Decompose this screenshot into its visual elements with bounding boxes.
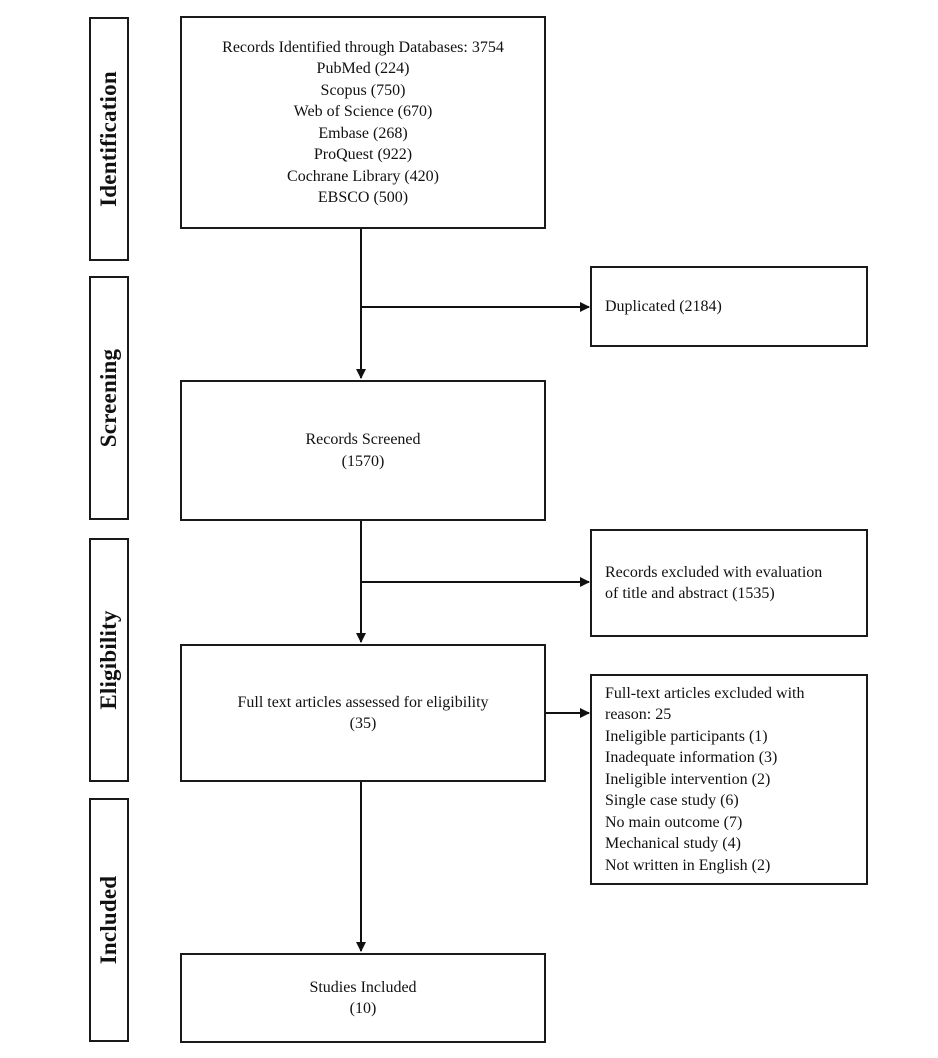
duplicated-text: Duplicated (2184) bbox=[605, 297, 722, 315]
records-excluded-box: Records excluded with evaluation of titl… bbox=[590, 529, 868, 637]
reason-inadequate-information: Inadequate information (3) bbox=[605, 749, 778, 767]
full-text-excluded-header2: reason: 25 bbox=[605, 706, 672, 724]
source-ebsco: EBSCO (500) bbox=[317, 189, 409, 206]
records-identified-title: Records Identified through Databases: 37… bbox=[222, 38, 504, 56]
phase-included: Included bbox=[89, 798, 129, 1042]
reason-single-case-study: Single case study (6) bbox=[605, 792, 739, 810]
phase-eligibility: Eligibility bbox=[89, 538, 129, 782]
records-screened-label: Records Screened bbox=[305, 431, 421, 448]
records-screened-box: Records Screened (1570) bbox=[180, 380, 546, 521]
source-web-of-science: Web of Science (670) bbox=[293, 103, 433, 120]
source-pubmed: PubMed (224) bbox=[316, 60, 410, 77]
full-text-assessed-label: Full text articles assessed for eligibil… bbox=[237, 693, 489, 711]
full-text-assessed-box: Full text articles assessed for eligibil… bbox=[180, 644, 546, 782]
studies-included-box: Studies Included (10) bbox=[180, 953, 546, 1043]
reason-no-main-outcome: No main outcome (7) bbox=[605, 813, 743, 831]
phase-identification: Identification bbox=[89, 17, 129, 261]
source-scopus: Scopus (750) bbox=[320, 81, 406, 99]
source-proquest: ProQuest (922) bbox=[313, 146, 413, 163]
records-screened-count: (1570) bbox=[341, 452, 385, 470]
records-excluded-line2: of title and abstract (1535) bbox=[605, 585, 775, 602]
studies-included-count: (10) bbox=[349, 1000, 377, 1017]
records-excluded-line1: Records excluded with evaluation bbox=[605, 563, 823, 581]
reason-ineligible-intervention: Ineligible intervention (2) bbox=[605, 770, 771, 788]
reason-ineligible-participants: Ineligible participants (1) bbox=[605, 727, 768, 745]
phase-screening: Screening bbox=[89, 276, 129, 520]
source-cochrane-library: Cochrane Library (420) bbox=[287, 167, 439, 185]
reason-mechanical-study: Mechanical study (4) bbox=[605, 835, 741, 853]
records-identified-box: Records Identified through Databases: 37… bbox=[180, 16, 546, 229]
full-text-excluded-box: Full-text articles excluded with reason:… bbox=[590, 674, 868, 885]
full-text-assessed-count: (35) bbox=[349, 715, 377, 732]
full-text-excluded-header1: Full-text articles excluded with bbox=[605, 684, 805, 702]
source-embase: Embase (268) bbox=[318, 124, 408, 142]
duplicated-box: Duplicated (2184) bbox=[590, 266, 868, 347]
reason-not-written-in-english: Not written in English (2) bbox=[605, 856, 771, 874]
studies-included-label: Studies Included bbox=[309, 978, 417, 996]
